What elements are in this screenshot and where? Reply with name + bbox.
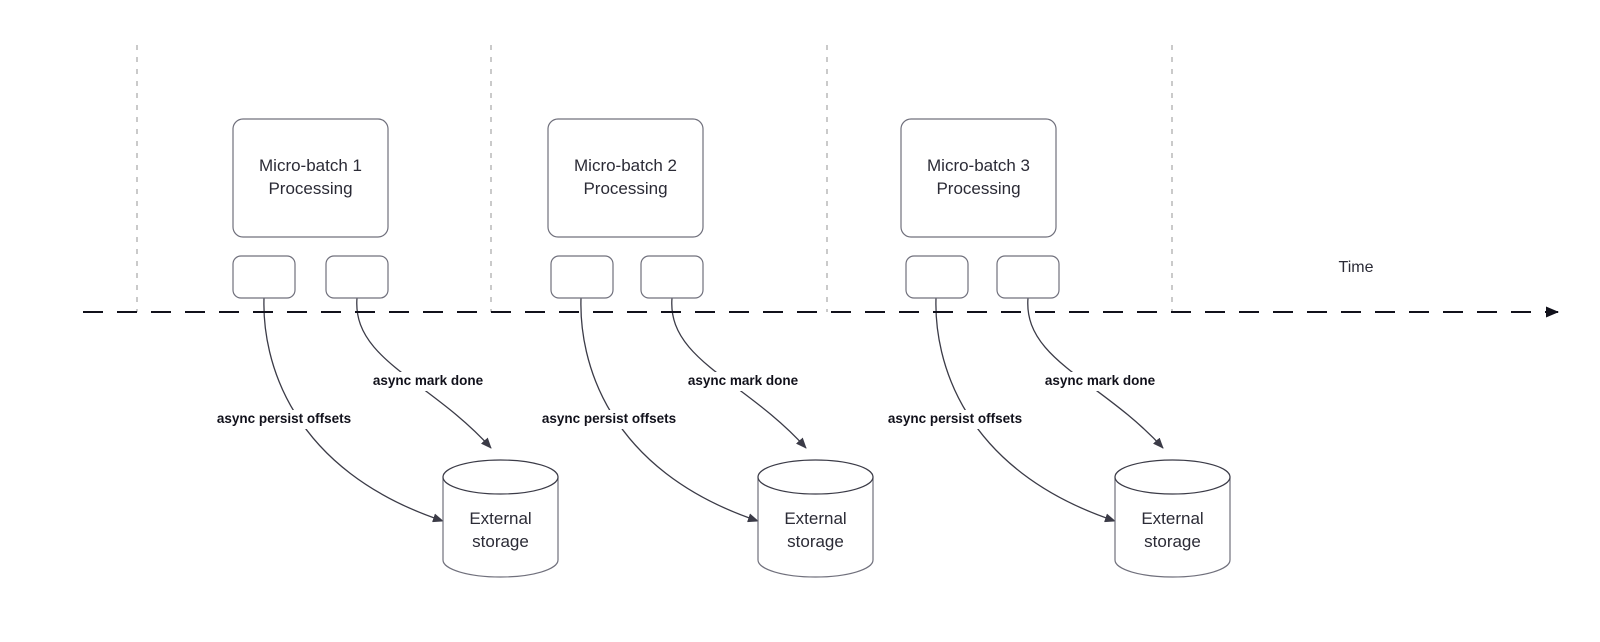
async-mark-done-arrow xyxy=(356,297,492,449)
async-persist-offsets-label-backing xyxy=(201,410,367,429)
micro-batch-label-line2: Processing xyxy=(268,179,352,198)
task-box-left[interactable] xyxy=(905,255,969,299)
async-mark-done-label-backing xyxy=(1039,372,1161,391)
task-box-right[interactable] xyxy=(640,255,704,299)
micro-batch-label-line1: Micro-batch 2 xyxy=(574,156,677,175)
async-mark-done-label-backing xyxy=(682,372,804,391)
external-storage-label-line1: External xyxy=(784,509,846,528)
async-persist-offsets-label: async persist offsets xyxy=(542,411,676,426)
external-storage-cylinder-body[interactable] xyxy=(1114,476,1231,578)
async-mark-done-label: async mark done xyxy=(373,373,484,388)
external-storage-cylinder-top xyxy=(442,459,559,495)
async-persist-offsets-label: async persist offsets xyxy=(888,411,1022,426)
micro-batch-label-line2: Processing xyxy=(936,179,1020,198)
task-box-left[interactable] xyxy=(550,255,614,299)
async-mark-done-label-backing xyxy=(367,372,489,391)
async-persist-offsets-label-backing xyxy=(872,410,1038,429)
async-mark-done-arrow xyxy=(1027,297,1164,449)
external-storage-cylinder-top xyxy=(1114,459,1231,495)
external-storage-label-line1: External xyxy=(1141,509,1203,528)
external-storage-label-line1: External xyxy=(469,509,531,528)
async-persist-offsets-arrow xyxy=(580,297,759,523)
micro-batch-box[interactable] xyxy=(547,118,704,238)
external-storage-label-line2: storage xyxy=(787,532,844,551)
external-storage-label-line2: storage xyxy=(1144,532,1201,551)
async-persist-offsets-label-backing xyxy=(526,410,692,429)
task-box-left[interactable] xyxy=(232,255,296,299)
async-mark-done-label: async mark done xyxy=(688,373,799,388)
external-storage-label-line2: storage xyxy=(472,532,529,551)
external-storage-cylinder-body[interactable] xyxy=(442,476,559,578)
micro-batch-label-line1: Micro-batch 1 xyxy=(259,156,362,175)
timeline-axis-group: Time xyxy=(83,259,1559,318)
micro-batch-label-line1: Micro-batch 3 xyxy=(927,156,1030,175)
task-box-right[interactable] xyxy=(325,255,389,299)
async-mark-done-label: async mark done xyxy=(1045,373,1156,388)
async-persist-offsets-label: async persist offsets xyxy=(217,411,351,426)
async-persist-offsets-arrow xyxy=(935,297,1116,523)
async-mark-done-arrow xyxy=(671,297,807,449)
external-storage-cylinder-top xyxy=(757,459,874,495)
separator-lines-group xyxy=(136,45,1173,312)
external-storage-cylinder-body[interactable] xyxy=(757,476,874,578)
time-axis-label: Time xyxy=(1339,259,1374,276)
async-persist-offsets-arrow xyxy=(263,297,444,523)
micro-batch-box[interactable] xyxy=(232,118,389,238)
micro-batch-box[interactable] xyxy=(900,118,1057,238)
task-box-right[interactable] xyxy=(996,255,1060,299)
micro-batch-label-line2: Processing xyxy=(583,179,667,198)
